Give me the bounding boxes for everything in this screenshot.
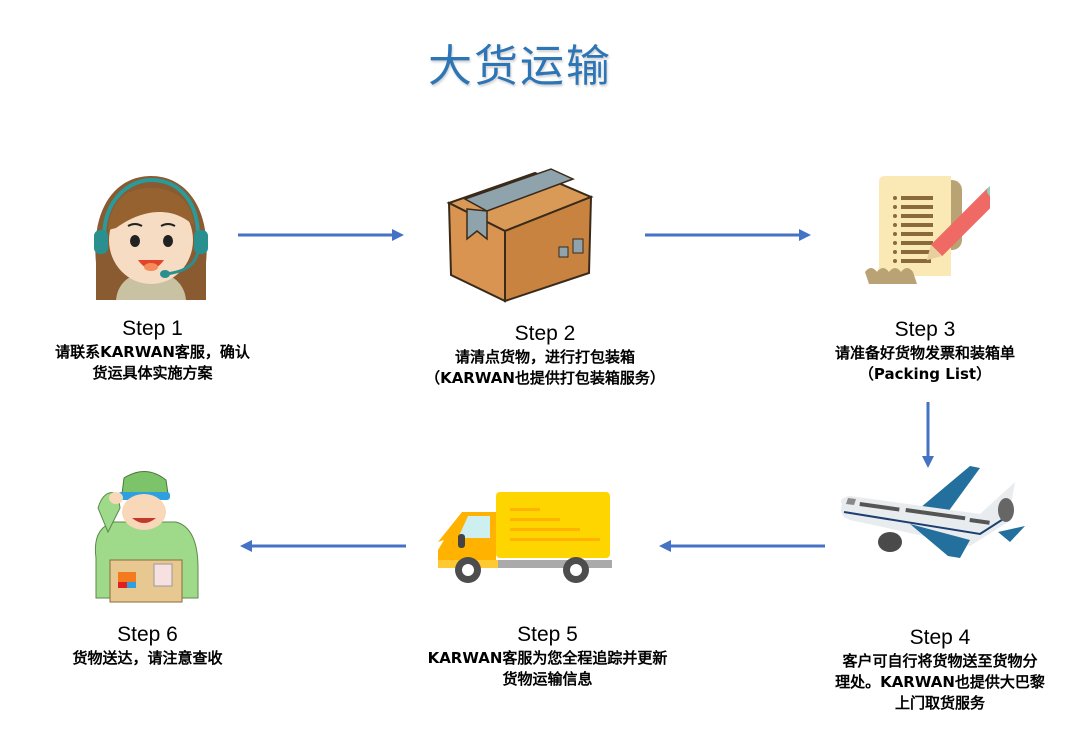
delivery-man-icon xyxy=(94,471,199,603)
arrow-step1-to-step2 xyxy=(238,229,404,241)
arrow-step4-to-step5 xyxy=(659,540,825,552)
step-6: Step 6 货物送达，请注意查收 xyxy=(40,622,255,669)
step-label: Step 2 xyxy=(514,322,576,345)
step-4: Step 4 客户可自行将货物送至货物分 理处。KARWAN也提供大巴黎 上门取… xyxy=(805,625,1075,714)
step-description-line: 请清点货物，进行打包装箱 xyxy=(454,348,635,366)
step-label: Step 6 xyxy=(117,623,178,646)
step-description-line: 货物运输信息 xyxy=(502,670,593,688)
step-label: Step 5 xyxy=(517,623,578,646)
step-description-line: 货运具体实施方案 xyxy=(92,364,213,382)
step-description-line: KARWAN客服为您全程追踪并更新 xyxy=(427,649,668,667)
step-description-line: 客户可自行将货物送至货物分 xyxy=(842,652,1038,670)
cardboard-box-icon xyxy=(446,168,594,303)
airplane-icon xyxy=(841,466,1025,558)
step-description-line: 请联系KARWAN客服，确认 xyxy=(55,343,250,361)
step-description-line: （Packing List） xyxy=(858,365,992,383)
arrow-step2-to-step3 xyxy=(645,229,811,241)
step-description-line: 上门取货服务 xyxy=(894,694,985,712)
step-1: Step 1 请联系KARWAN客服，确认 货运具体实施方案 xyxy=(30,316,275,384)
delivery-truck-icon xyxy=(438,492,612,583)
step-description-line: 货物送达，请注意查收 xyxy=(72,649,223,667)
customer-service-icon xyxy=(94,176,208,300)
step-5: Step 5 KARWAN客服为您全程追踪并更新 货物运输信息 xyxy=(395,622,700,690)
document-pencil-icon xyxy=(865,176,990,284)
step-label: Step 3 xyxy=(894,318,956,341)
step-description-line: （KARWAN也提供打包装箱服务） xyxy=(425,369,665,387)
step-description-line: 理处。KARWAN也提供大巴黎 xyxy=(835,673,1045,691)
arrow-step5-to-step6 xyxy=(240,540,406,552)
step-label: Step 1 xyxy=(122,317,183,340)
page-title: 大货运输 xyxy=(428,41,612,92)
step-label: Step 4 xyxy=(909,626,971,649)
step-3: Step 3 请准备好货物发票和装箱单 （Packing List） xyxy=(800,317,1050,385)
step-2: Step 2 请清点货物，进行打包装箱 （KARWAN也提供打包装箱服务） xyxy=(400,321,690,389)
arrow-step3-to-step4 xyxy=(922,402,934,468)
step-description-line: 请准备好货物发票和装箱单 xyxy=(834,344,1015,362)
